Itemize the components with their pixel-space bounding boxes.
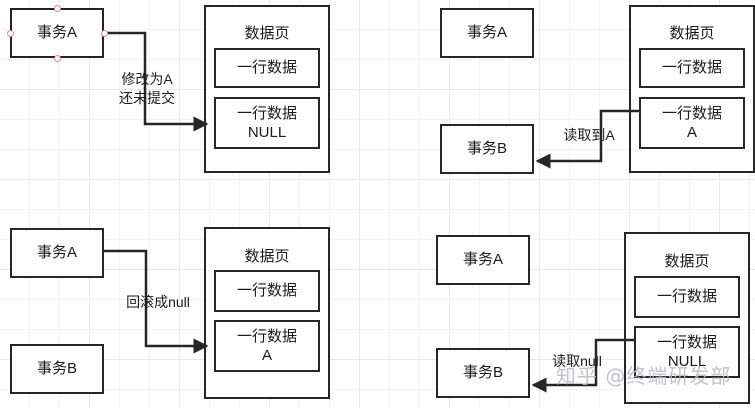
node-label: 事务A: [466, 23, 507, 41]
data-row-bottom-right-0[interactable]: 一行数据: [634, 276, 740, 318]
node-transaction-b-bottom-right[interactable]: 事务B: [436, 348, 530, 398]
data-row-top-right-1[interactable]: 一行数据 A: [639, 97, 745, 149]
node-transaction-b-top-right[interactable]: 事务B: [440, 124, 534, 174]
node-label: 事务B: [462, 363, 503, 381]
node-transaction-a-bottom-left[interactable]: 事务A: [10, 228, 104, 278]
node-transaction-a-top-left[interactable]: 事务A: [10, 8, 104, 58]
edge-label-bottom-left: 回滚成null: [126, 294, 190, 310]
node-label: 事务B: [466, 139, 507, 157]
data-row-top-left-1[interactable]: 一行数据 NULL: [214, 97, 320, 149]
selection-handle-left[interactable]: [6, 29, 14, 37]
data-page-title-top-right: 数据页: [669, 25, 715, 42]
selection-handle-right[interactable]: [100, 29, 108, 37]
watermark-zhihu: 知乎 @终端研发部: [556, 364, 732, 388]
node-label: 事务A: [462, 250, 503, 268]
node-transaction-a-bottom-right[interactable]: 事务A: [436, 235, 530, 285]
data-row-bottom-left-1[interactable]: 一行数据 A: [214, 320, 320, 372]
data-page-title-top-left: 数据页: [244, 25, 290, 42]
selection-handle-bottom[interactable]: [53, 54, 61, 62]
data-row-top-right-0[interactable]: 一行数据: [639, 48, 745, 88]
data-page-title-bottom-right: 数据页: [664, 253, 710, 270]
node-transaction-a-top-right[interactable]: 事务A: [440, 8, 534, 58]
node-label: 事务A: [36, 243, 77, 261]
edge-label-top-right: 读取到A: [563, 127, 615, 143]
edge-label-top-left: 修改为A 还未提交: [119, 71, 175, 106]
selection-handle-top[interactable]: [53, 4, 61, 12]
data-row-top-left-0[interactable]: 一行数据: [214, 48, 320, 88]
node-transaction-b-bottom-left[interactable]: 事务B: [10, 344, 104, 394]
data-page-title-bottom-left: 数据页: [244, 248, 290, 265]
data-row-bottom-left-0[interactable]: 一行数据: [214, 270, 320, 312]
node-label: 事务B: [36, 359, 77, 377]
node-label: 事务A: [36, 23, 77, 41]
data-row-bottom-right-1[interactable]: 一行数据 NULL: [634, 326, 740, 378]
